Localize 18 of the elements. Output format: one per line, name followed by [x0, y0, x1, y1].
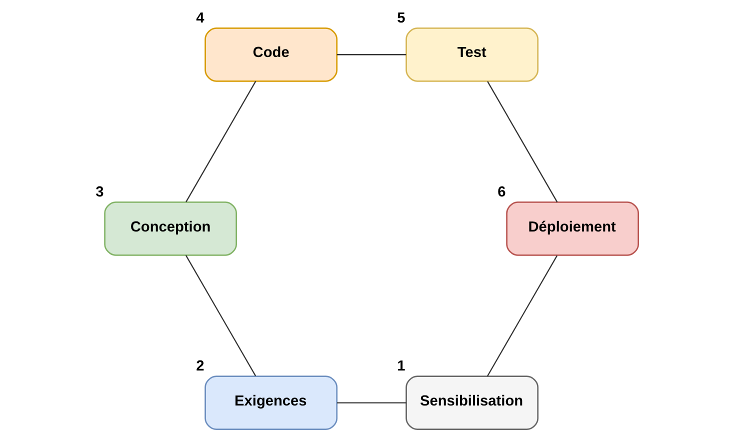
connector	[486, 81, 558, 202]
node-label: 5	[396, 10, 405, 26]
node-label: 1	[396, 358, 405, 375]
connector	[486, 255, 558, 377]
node-box: Conception	[104, 202, 237, 256]
node-box: Exigences	[204, 376, 338, 430]
node-box: Sensibilisation	[405, 376, 538, 430]
node-label: 4	[196, 10, 204, 26]
connector	[336, 402, 406, 404]
node-box: Code	[204, 27, 338, 82]
node-box: Déploiement	[506, 202, 639, 256]
node-label: 3	[95, 184, 104, 201]
node-label: 6	[497, 184, 506, 201]
node-label: 2	[196, 358, 204, 375]
connector	[336, 54, 406, 56]
node-box: Test	[405, 27, 538, 82]
connector	[184, 255, 256, 376]
connector	[185, 80, 256, 202]
